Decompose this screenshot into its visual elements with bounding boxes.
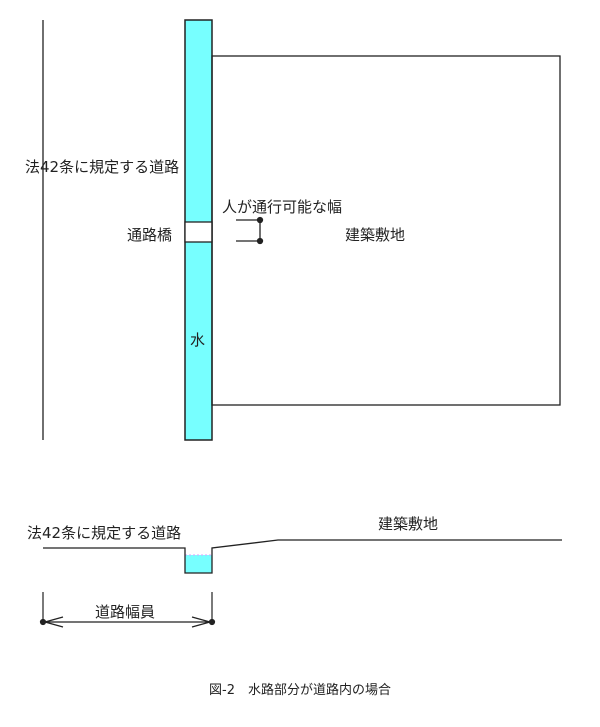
bridge bbox=[184, 221, 213, 243]
passable-width-label: 人が通行可能な幅 bbox=[222, 198, 342, 216]
section-water bbox=[185, 555, 212, 573]
road-width-label: 道路幅員 bbox=[95, 603, 155, 621]
water-label: 水 bbox=[190, 331, 205, 349]
passable-width-bracket bbox=[236, 216, 264, 245]
plan-site-label: 建築敷地 bbox=[345, 226, 405, 244]
section-road-label: 法42条に規定する道路 bbox=[27, 524, 181, 542]
section-ground-line bbox=[43, 539, 562, 574]
figure-caption: 図-2 水路部分が道路内の場合 bbox=[209, 682, 391, 698]
plan-road-label: 法42条に規定する道路 bbox=[25, 158, 179, 176]
bridge-label: 通路橋 bbox=[127, 226, 172, 244]
section-site-label: 建築敷地 bbox=[378, 515, 438, 533]
road-width-dimension bbox=[39, 592, 216, 628]
building-site bbox=[211, 55, 561, 406]
